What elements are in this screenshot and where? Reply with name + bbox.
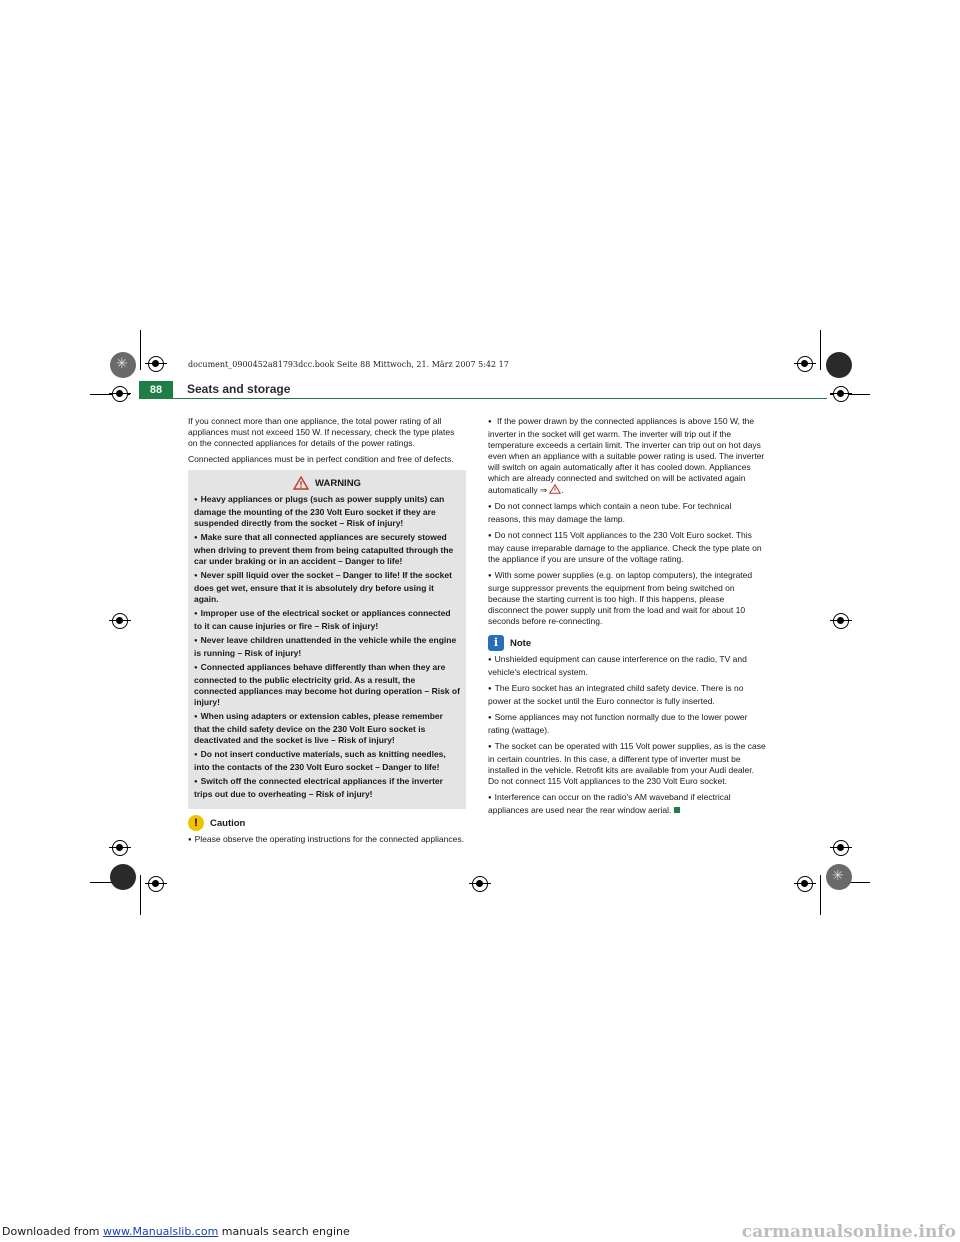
- crosshair-icon: [469, 876, 491, 892]
- warning-item: Make sure that all connected appliances …: [194, 532, 460, 567]
- info-icon: i: [488, 635, 504, 651]
- caution-title: Caution: [210, 817, 246, 829]
- note-item: The socket can be operated with 115 Volt…: [488, 741, 766, 787]
- note-title: Note: [510, 637, 532, 649]
- intro-paragraph: If you connect more than one appliance, …: [188, 416, 455, 448]
- caution-icon: !: [188, 815, 204, 831]
- footer-source: Downloaded from www.Manualslib.com manua…: [2, 1225, 350, 1238]
- warning-item: When using adapters or extension cables,…: [194, 711, 460, 746]
- registration-star-icon: [826, 864, 852, 890]
- registration-star-icon: [110, 352, 136, 378]
- crosshair-icon: [145, 876, 167, 892]
- info-bullet: If the power drawn by the connected appl…: [488, 416, 766, 496]
- warning-item: Heavy appliances or plugs (such as power…: [194, 494, 460, 529]
- registration-dot-icon: [826, 352, 852, 378]
- footer-suffix: manuals search engine: [218, 1225, 350, 1238]
- note-heading: i Note: [488, 635, 766, 651]
- end-of-section-icon: [674, 807, 681, 813]
- caution-heading: ! Caution: [188, 815, 466, 831]
- info-bullet: Do not connect lamps which contain a neo…: [488, 501, 766, 525]
- warning-item: Never spill liquid over the socket – Dan…: [194, 570, 460, 605]
- left-column: If you connect more than one appliance, …: [188, 416, 466, 852]
- caution-item: Please observe the operating instruction…: [188, 834, 466, 847]
- warning-item: Never leave children unattended in the v…: [194, 635, 460, 659]
- warning-triangle-icon: [549, 483, 562, 494]
- page-footer: Downloaded from www.Manualslib.com manua…: [0, 1222, 960, 1242]
- crosshair-icon: [109, 840, 131, 856]
- intro-paragraph: Connected appliances must be in perfect …: [188, 454, 454, 464]
- crosshair-icon: [830, 840, 852, 856]
- warning-item: Improper use of the electrical socket or…: [194, 608, 460, 632]
- warning-title: WARNING: [315, 477, 361, 489]
- footer-prefix: Downloaded from: [2, 1225, 104, 1238]
- warning-item: Connected appliances behave differently …: [194, 662, 460, 708]
- note-item: Some appliances may not function normall…: [488, 712, 766, 736]
- warning-item: Switch off the connected electrical appl…: [194, 776, 460, 800]
- warning-item: Do not insert conductive materials, such…: [194, 749, 460, 773]
- info-bullet-text: If the power drawn by the connected appl…: [488, 416, 765, 495]
- warning-heading: WARNING: [194, 476, 460, 490]
- note-item: The Euro socket has an integrated child …: [488, 683, 766, 707]
- crosshair-icon: [109, 613, 131, 629]
- crosshair-icon: [109, 386, 131, 402]
- manualslib-link[interactable]: www.Manualslib.com: [103, 1225, 219, 1238]
- file-meta: document_0900452a81793dcc.book Seite 88 …: [188, 360, 509, 369]
- section-title: Seats and storage: [187, 382, 291, 396]
- note-item-text: Interference can occur on the radio's AM…: [488, 792, 731, 815]
- warning-box: WARNING Heavy appliances or plugs (such …: [188, 470, 466, 809]
- warning-triangle-icon: [293, 476, 310, 490]
- crosshair-icon: [794, 356, 816, 372]
- header-rule: [173, 398, 827, 399]
- page-number: 88: [139, 381, 173, 399]
- crosshair-icon: [145, 356, 167, 372]
- info-bullet: With some power supplies (e.g. on laptop…: [488, 570, 766, 627]
- crosshair-icon: [830, 386, 852, 402]
- right-column: If the power drawn by the connected appl…: [488, 416, 766, 821]
- info-bullet: Do not connect 115 Volt appliances to th…: [488, 530, 766, 565]
- note-item: Interference can occur on the radio's AM…: [488, 792, 766, 816]
- crosshair-icon: [830, 613, 852, 629]
- page-header: 88 Seats and storage: [139, 381, 827, 399]
- footer-watermark: carmanualsonline.info: [741, 1222, 956, 1242]
- registration-dot-icon: [110, 864, 136, 890]
- crosshair-icon: [794, 876, 816, 892]
- note-item: Unshielded equipment can cause interfere…: [488, 654, 766, 678]
